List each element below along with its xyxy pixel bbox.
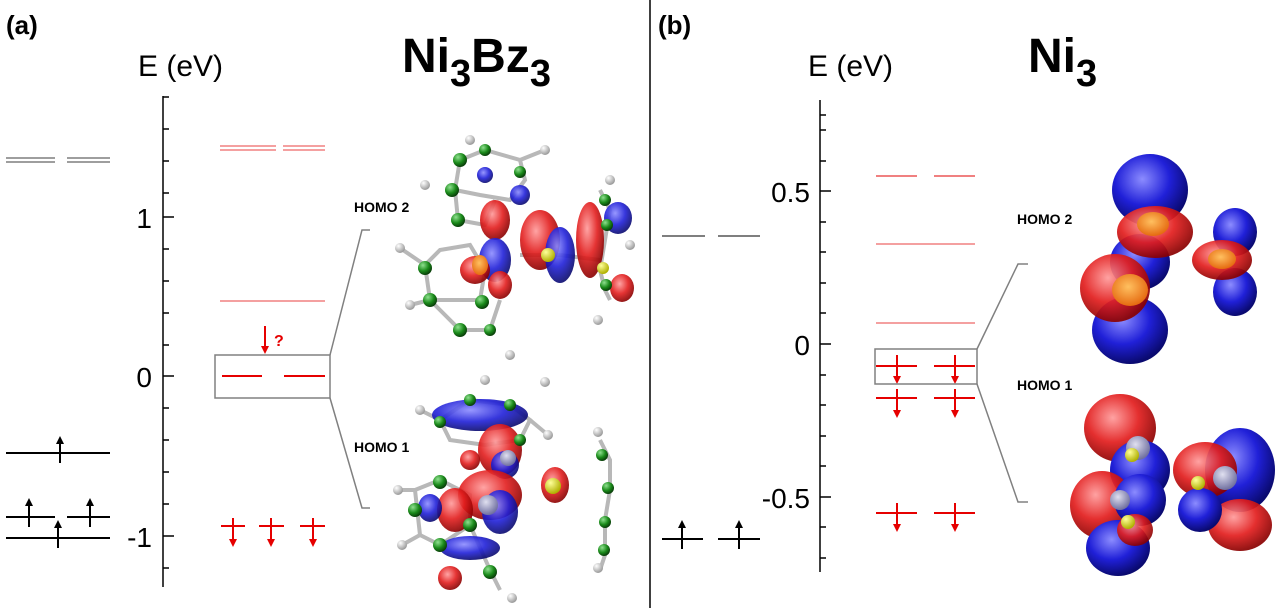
panel-a: (a) E (eV) Ni3Bz3 1 0 -1: [6, 10, 635, 603]
panel-a-title-base2: Bz: [471, 30, 530, 83]
homo1-label: HOMO 1: [354, 439, 409, 455]
panel-a-spin-up-levels: [6, 157, 110, 548]
panel-b-tick-label: 0.5: [771, 177, 810, 208]
homo-highlight-box: [874, 348, 978, 385]
panel-b-axis-label: E (eV): [808, 50, 893, 83]
panel-a-title-sub2: 3: [530, 53, 551, 95]
panel-b-tag: (b): [658, 10, 691, 40]
homo1-label: HOMO 1: [1017, 377, 1072, 393]
uncertain-occupation-mark: ?: [274, 333, 284, 350]
panel-b: (b) E (eV) Ni3 0.5 0 -0.5: [658, 10, 1275, 576]
panel-b-title: Ni3: [1028, 30, 1097, 95]
panel-b-energy-axis: [819, 100, 831, 572]
panel-a-axis-label: E (eV): [138, 50, 223, 83]
homo2-connector: [329, 229, 370, 356]
panel-a-title: Ni3Bz3: [402, 30, 551, 95]
homo2-label: HOMO 2: [354, 199, 409, 215]
panel-a-title-base1: Ni: [402, 30, 450, 83]
ni3-homo1-orbital-image: [1070, 394, 1275, 576]
panel-b-tick-label: -0.5: [762, 483, 810, 514]
panel-b-title-base1: Ni: [1028, 30, 1076, 83]
panel-b-title-sub1: 3: [1076, 53, 1097, 95]
homo1-connector: [329, 397, 370, 509]
ni3bz3-homo2-orbital-image: [395, 135, 635, 360]
panel-a-spin-down-levels: ?: [220, 145, 325, 547]
ni3bz3-homo1-orbital-image: [393, 375, 614, 603]
panel-a-energy-axis: [162, 96, 174, 587]
homo2-connector: [976, 263, 1028, 350]
panel-b-spin-up-levels: [662, 235, 760, 549]
panel-a-tick-label: 1: [136, 203, 152, 234]
panel-a-title-sub1: 3: [450, 53, 471, 95]
homo2-label: HOMO 2: [1017, 211, 1072, 227]
panel-a-tag: (a): [6, 10, 38, 40]
homo1-connector: [976, 383, 1028, 503]
homo-highlight-box: [214, 354, 331, 399]
panel-b-spin-down-levels: [876, 175, 975, 532]
ni3-homo2-orbital-image: [1080, 154, 1257, 364]
panel-a-tick-label: 0: [136, 362, 152, 393]
panel-a-tick-label: -1: [127, 522, 152, 553]
panel-b-tick-label: 0: [794, 330, 810, 361]
